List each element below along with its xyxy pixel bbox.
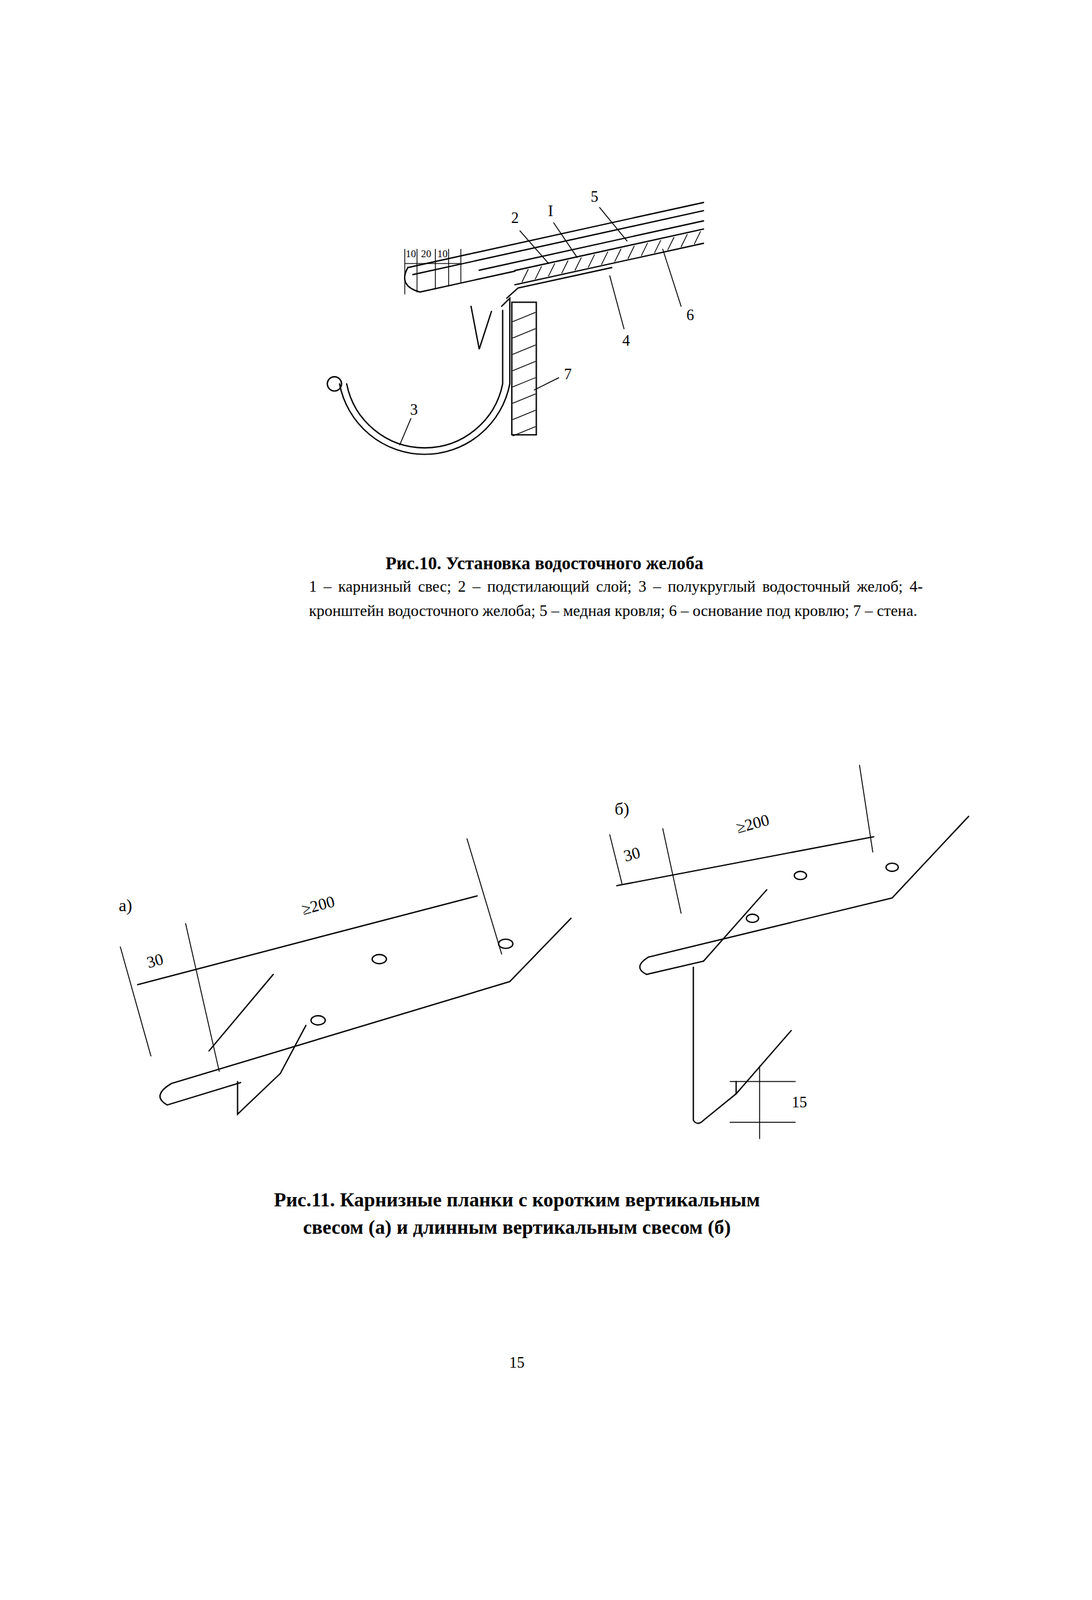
hatch-line [513, 312, 536, 322]
hatch-line [601, 252, 608, 265]
fastener-hole [311, 1015, 326, 1025]
wall-hatching [513, 312, 536, 436]
roof-base [514, 243, 704, 286]
hatch-line [535, 266, 542, 279]
hatch-line [588, 254, 595, 268]
callout-number: 2 [511, 209, 519, 228]
semicircular-gutter [346, 310, 504, 448]
fastener-hole [885, 862, 899, 871]
roof-base-hatching [522, 231, 702, 283]
legend-text: 1 – карнизный свес; 2 – подстилающий сло… [308, 574, 923, 624]
hatch-line [654, 240, 661, 253]
callout-number: б) [614, 798, 629, 819]
callout-number: 20 [420, 247, 431, 261]
eave-strip [171, 917, 571, 1083]
underlay-layer [479, 221, 704, 271]
fastener-hole [746, 913, 759, 923]
callout-number: 7 [564, 364, 572, 384]
hatch-line [668, 237, 675, 250]
hatch-line [513, 377, 536, 387]
dimension-ticks [120, 838, 502, 1071]
callout-number: 3 [410, 400, 418, 420]
figure-caption: Рис.10. Установка водосточного желоба [385, 552, 704, 574]
hatch-line [561, 260, 568, 274]
leader-lines [399, 207, 682, 446]
eave-strip-leg [237, 1024, 307, 1114]
callout-number: I [547, 201, 553, 221]
hatch-line [513, 344, 536, 355]
callout-number: ≥200 [734, 809, 772, 838]
roof-covering [412, 210, 704, 275]
hatch-line [628, 245, 635, 259]
callout-number: 15 [791, 1093, 808, 1112]
hatch-line [513, 410, 536, 420]
eave-strip-hem [703, 889, 768, 962]
hatch-line [575, 257, 582, 271]
eave-strip [648, 816, 969, 957]
gutter-bracket [506, 267, 612, 299]
eave-strip-hem [160, 1082, 241, 1105]
eave-strip-leg [693, 966, 792, 1124]
eave-strip-leg [735, 1081, 737, 1094]
hatch-line [513, 426, 536, 436]
eave-strip-long-drawing [609, 765, 969, 1139]
callout-number: а) [118, 895, 133, 916]
hatch-line [513, 328, 536, 339]
hatch-line [513, 394, 536, 404]
fastener-hole [372, 954, 387, 964]
callout-number: 30 [621, 842, 643, 867]
semicircular-gutter [339, 298, 510, 455]
callout-number: 30 [144, 948, 165, 972]
callout-number: ≥200 [299, 891, 337, 919]
eave-strip-short-drawing [120, 838, 571, 1114]
fastener-hole [794, 870, 807, 880]
hatch-line [513, 361, 536, 371]
fastener-hole [498, 938, 514, 949]
hatch-line [615, 249, 622, 262]
page-number: 15 [509, 1352, 525, 1372]
hatch-line [681, 234, 688, 247]
hatch-line [641, 243, 648, 256]
callout-number: 10 [405, 247, 416, 261]
dimension-ticks [609, 765, 873, 913]
gutter-lip [327, 376, 342, 391]
eave-strip [616, 836, 875, 886]
callout-number: 10 [437, 247, 448, 261]
eave-drip [471, 306, 492, 350]
gutter-installation-drawing [327, 202, 704, 454]
roof-covering [407, 202, 704, 268]
eave-curl [404, 267, 515, 292]
hatch-line [694, 231, 701, 245]
hatch-line [522, 269, 529, 283]
callout-number: 4 [621, 331, 630, 350]
wall [511, 301, 537, 435]
dimension-lines [730, 1065, 796, 1139]
callout-number: 5 [590, 187, 599, 207]
eave-strip-hem [209, 974, 274, 1051]
callout-number: 6 [686, 305, 695, 325]
hatch-line [548, 263, 555, 276]
figure-caption: Рис.11. Карнизные планки с коротким верт… [129, 1186, 905, 1242]
